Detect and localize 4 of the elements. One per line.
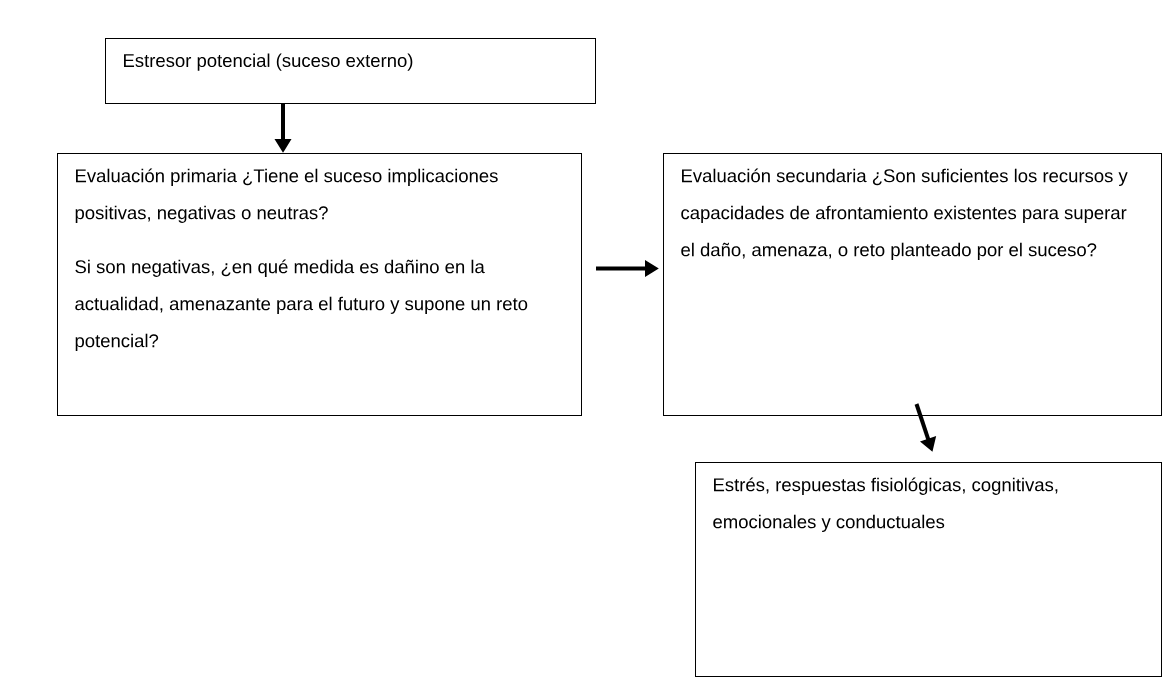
process-box: Evaluación primaria ¿Tiene el suceso implicaciones positivas, negativas o neutras? Si son negativas, ¿en qué medida es dañino en la actualidad, amenazante para el futuro y supone un reto potencial?	[57, 153, 582, 416]
process-box: Estresor potencial (suceso externo)	[105, 38, 596, 104]
process-box: Estrés, respuestas fisiológicas, cognitivas, emocionales y conductuales	[695, 462, 1162, 677]
process-box: Evaluación secundaria ¿Son suficientes los recursos y capacidades de afrontamiento existentes para superar el daño, amenaza, o reto planteado por el suceso?	[663, 153, 1162, 416]
